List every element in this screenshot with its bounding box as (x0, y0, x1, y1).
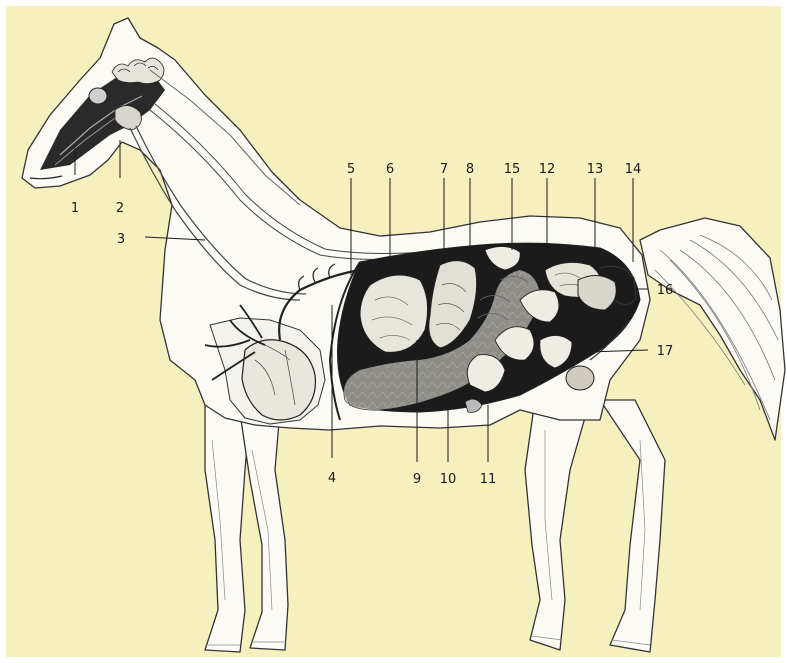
label-16: 16 (657, 283, 674, 298)
label-14: 14 (625, 162, 642, 177)
label-12: 12 (539, 162, 556, 177)
label-15: 15 (504, 162, 521, 177)
label-7: 7 (440, 162, 448, 177)
label-4: 4 (328, 471, 336, 486)
label-6: 6 (386, 162, 394, 177)
label-11: 11 (480, 472, 497, 487)
label-1: 1 (71, 201, 79, 216)
label-17: 17 (657, 344, 674, 359)
label-10: 10 (440, 472, 457, 487)
label-9: 9 (413, 472, 421, 487)
label-3: 3 (117, 232, 125, 247)
label-13: 13 (587, 162, 604, 177)
label-5: 5 (347, 162, 355, 177)
label-8: 8 (466, 162, 474, 177)
label-2: 2 (116, 201, 124, 216)
